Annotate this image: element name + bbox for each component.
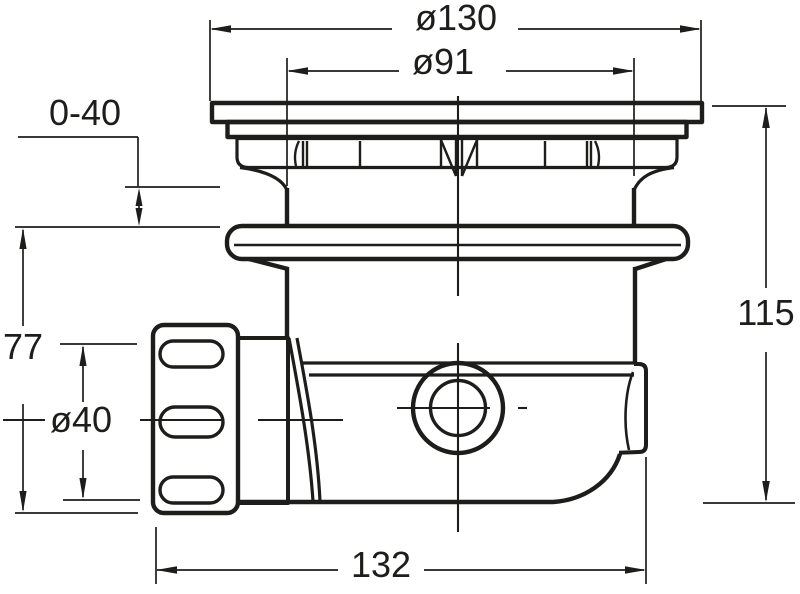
- dim-label-total-height: 115: [737, 292, 795, 333]
- gasket-flange: [224, 223, 691, 262]
- elbow-curve-inner: [295, 337, 322, 502]
- elbow-curve-outer: [287, 337, 315, 502]
- dim-label-adjustment-range: 0-40: [48, 92, 122, 133]
- dimension-arrowheads: [19, 25, 770, 574]
- dim-label-outlet-diameter: ø40: [49, 399, 113, 440]
- dim-label-body-height: 77: [2, 326, 44, 367]
- trap-body-outline: [150, 100, 705, 516]
- outlet-stub: [618, 362, 648, 455]
- body-bottom: [238, 453, 623, 505]
- trap-internal-outline: [158, 136, 681, 505]
- dim-label-strainer-diameter: ø91: [411, 41, 475, 82]
- centerlines: [3, 96, 527, 532]
- strainer-details: [293, 139, 601, 177]
- nut-grip-slot: [158, 475, 225, 505]
- dim-label-overall-length: 132: [350, 544, 412, 585]
- cleanout-cap-inner: [428, 378, 488, 438]
- dim-label-flange-diameter: ø130: [414, 0, 498, 38]
- nut-grip-slot: [158, 405, 225, 439]
- nut-grip-slot: [158, 339, 225, 369]
- outlet-end-arc: [624, 371, 635, 451]
